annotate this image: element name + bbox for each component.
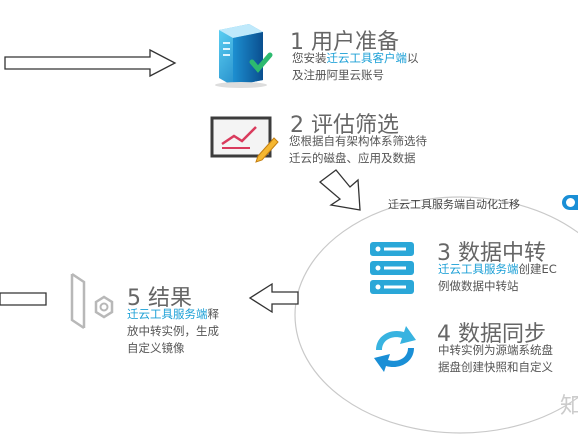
step2-title: 2 评估筛选 xyxy=(290,107,399,139)
step5-title: 5 结果 xyxy=(127,280,192,312)
step3-title-text: 数据中转 xyxy=(458,241,547,266)
step3-number: 3 xyxy=(437,241,451,266)
step2-desc-line: 迁云的磁盘、应用及数据 xyxy=(289,151,416,165)
step4-desc-line: 中转实例为源端系统盘 xyxy=(438,343,553,357)
step4-number: 4 xyxy=(437,322,451,347)
analysis-board-icon xyxy=(210,112,280,167)
step3-title: 3 数据中转 xyxy=(437,235,546,267)
automation-toggle-label: 迁云工具服务端自动化迁移 xyxy=(388,198,520,211)
step5-description: 迁云工具服务端释 放中转实例，生成 自定义镜像 xyxy=(127,306,219,357)
sync-icon xyxy=(368,322,422,376)
arrow-ellipse-to-step5 xyxy=(248,282,299,314)
step1-desc-line: 您安装迁云工具客户端以 xyxy=(292,51,419,65)
step4-title-text: 数据同步 xyxy=(458,322,547,347)
step4-desc-line: 据盘创建快照和自定义 xyxy=(438,360,553,374)
step2-title-text: 评估筛选 xyxy=(311,113,400,138)
step1-description: 您安装迁云工具客户端以 及注册阿里云账号 xyxy=(292,50,419,84)
watermark: 知 xyxy=(560,394,578,419)
arrow-out-of-step5 xyxy=(0,292,47,306)
server-stack-icon xyxy=(370,240,420,296)
step2-desc-line: 您根据自有架构体系筛选待 xyxy=(289,134,427,148)
toggle-knob xyxy=(566,198,575,207)
step4-description: 中转实例为源端系统盘 据盘创建快照和自定义 xyxy=(438,342,553,376)
step2-description: 您根据自有架构体系筛选待 迁云的磁盘、应用及数据 xyxy=(289,133,427,167)
step1-title-text: 用户准备 xyxy=(311,30,400,55)
arrow-into-step1 xyxy=(4,48,177,78)
step5-desc-line: 放中转实例，生成 xyxy=(127,324,219,338)
step3-description: 迁云工具服务端创建EC 例做数据中转站 xyxy=(438,261,557,295)
step5-desc-line: 自定义镜像 xyxy=(127,341,185,355)
image-result-icon xyxy=(66,270,126,332)
server-icon xyxy=(205,18,275,88)
step5-desc-line: 迁云工具服务端释 xyxy=(127,307,219,321)
step1-number: 1 xyxy=(290,30,304,55)
step1-title: 1 用户准备 xyxy=(290,24,399,56)
step4-title: 4 数据同步 xyxy=(437,316,546,348)
arrow-step2-to-ellipse xyxy=(318,169,361,211)
server-automation-ellipse xyxy=(294,196,578,434)
step5-title-text: 结果 xyxy=(148,286,193,311)
step2-number: 2 xyxy=(290,113,304,138)
step5-number: 5 xyxy=(127,286,141,311)
step1-desc-line: 及注册阿里云账号 xyxy=(292,68,384,82)
step3-desc-line: 例做数据中转站 xyxy=(438,279,519,293)
step3-desc-line: 迁云工具服务端创建EC xyxy=(438,262,557,276)
automation-toggle[interactable] xyxy=(562,195,578,210)
